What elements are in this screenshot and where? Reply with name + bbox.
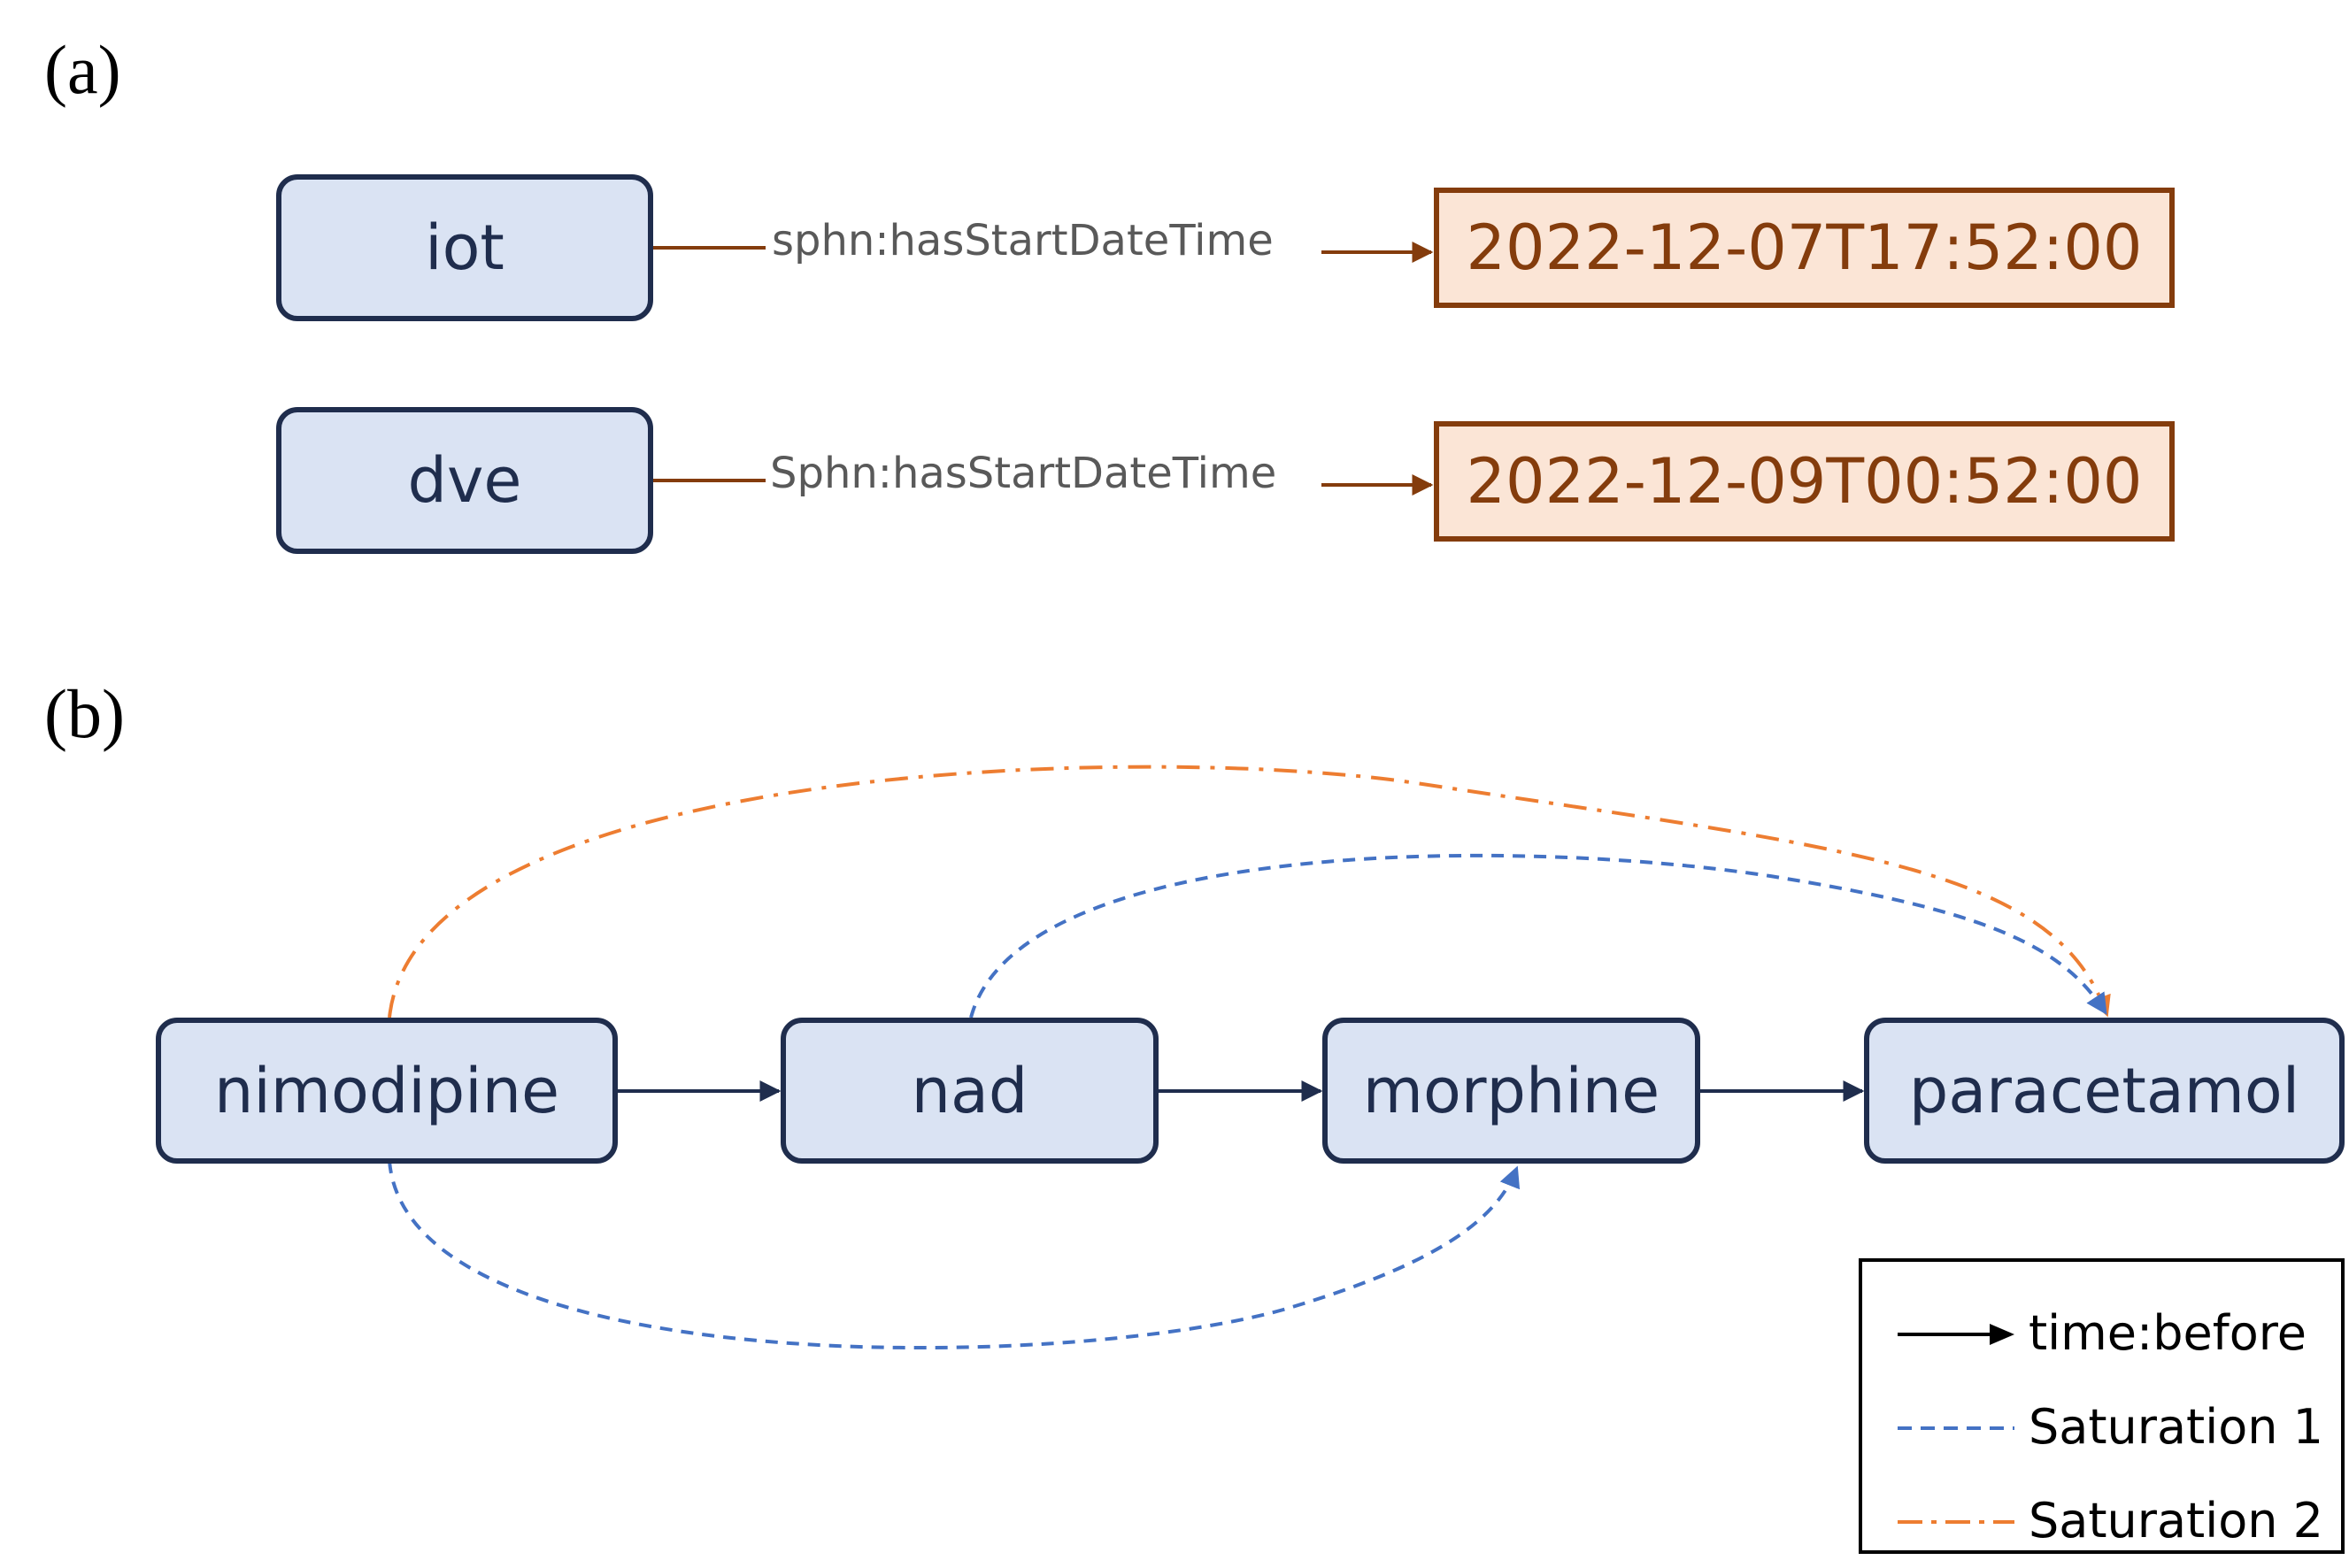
dashed-line-icon (1898, 1426, 2014, 1430)
edge-saturation1-nad-paracetamol (969, 853, 2107, 1018)
literal-start-datetime-iot: 2022-12-07T17:52:00 (1434, 188, 2175, 308)
legend-item-saturation-1: Saturation 1 (1862, 1393, 2341, 1464)
literal-start-datetime-dve: 2022-12-09T00:52:00 (1434, 421, 2175, 542)
dash-dot-line-icon (1898, 1520, 2014, 1524)
edge-saturation2-nimodipine-paracetamol (388, 765, 2111, 1018)
node-dve: dve (276, 407, 653, 554)
node-paracetamol: paracetamol (1864, 1018, 2345, 1164)
legend-label-saturation-2: Saturation 2 (2029, 1493, 2324, 1549)
node-nad: nad (781, 1018, 1159, 1164)
legend-item-saturation-2: Saturation 2 (1862, 1487, 2341, 1557)
panel-label-a: (a) (44, 31, 121, 108)
legend-label-time-before: time:before (2029, 1305, 2307, 1361)
edge-saturation1-nimodipine-morphine (388, 1160, 1521, 1350)
node-iot: iot (276, 174, 653, 321)
solid-arrow-icon (1898, 1324, 2014, 1345)
node-morphine: morphine (1322, 1018, 1700, 1164)
legend-label-saturation-1: Saturation 1 (2029, 1399, 2324, 1455)
predicate-label-dve: Sphn:hasStartDateTime (770, 449, 1277, 498)
predicate-label-iot: sphn:hasStartDateTime (772, 216, 1274, 265)
legend-item-time-before: time:before (1862, 1299, 2341, 1370)
legend: time:before Saturation 1 Saturation 2 (1859, 1258, 2345, 1554)
panel-label-b: (b) (44, 675, 125, 752)
node-nimodipine: nimodipine (156, 1018, 618, 1164)
